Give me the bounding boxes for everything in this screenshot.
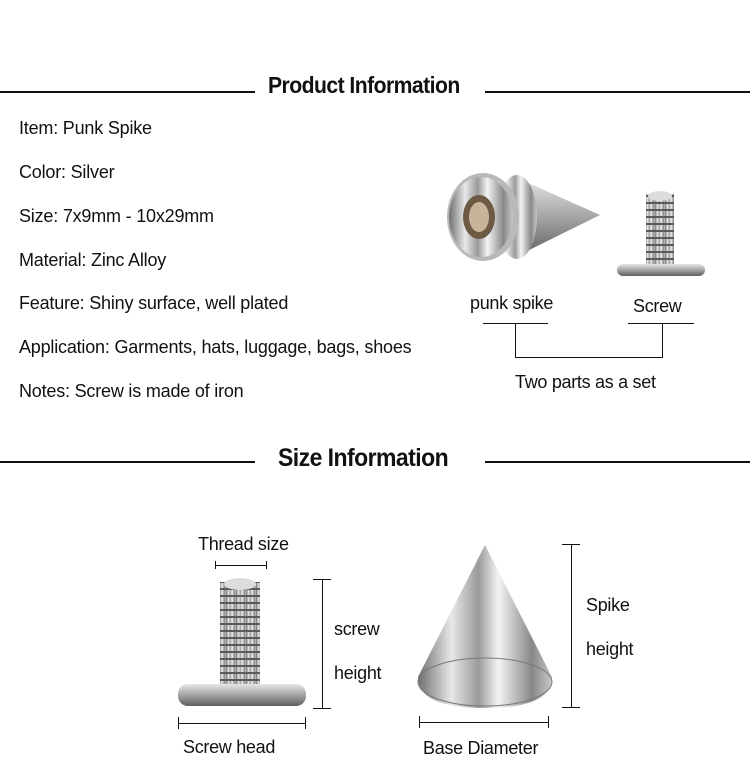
divider — [485, 91, 750, 93]
screw-head-label: Screw head — [183, 737, 276, 757]
divider — [0, 91, 255, 93]
spec-item: Item: Punk Spike — [19, 118, 152, 138]
spec-material: Material: Zinc Alloy — [19, 250, 167, 270]
screw-height-label-1: screw — [334, 619, 380, 639]
set-label: Two parts as a set — [515, 372, 656, 392]
screw-height-dimension — [313, 579, 331, 709]
set-bracket — [515, 323, 663, 358]
spec-application: Application: Garments, hats, luggage, ba… — [19, 337, 412, 357]
thread-size-dimension — [215, 561, 267, 569]
base-diameter-dimension — [419, 716, 549, 728]
punk-spike-image — [447, 173, 600, 261]
spike-height-label-1: Spike — [586, 595, 630, 615]
screw-head-dimension — [178, 717, 306, 729]
spec-size: Size: 7x9mm - 10x29mm — [19, 206, 214, 226]
screw-height-label-2: height — [334, 663, 382, 683]
screw-image — [617, 191, 705, 276]
size-info-heading: Size Information — [278, 444, 449, 472]
spec-color: Color: Silver — [19, 162, 115, 182]
base-diameter-label: Base Diameter — [423, 738, 539, 758]
screw-label: Screw — [633, 296, 682, 316]
divider — [0, 461, 255, 463]
spec-notes: Notes: Screw is made of iron — [19, 381, 244, 401]
spike-height-label-2: height — [586, 639, 634, 659]
screw-size-image — [178, 578, 306, 706]
underline — [628, 323, 694, 324]
spec-feature: Feature: Shiny surface, well plated — [19, 293, 289, 313]
divider — [485, 461, 750, 463]
spike-height-dimension — [562, 544, 580, 708]
product-info-heading: Product Information — [268, 72, 460, 98]
spike-size-image — [417, 545, 553, 708]
punk-spike-label: punk spike — [470, 293, 554, 313]
thread-size-label: Thread size — [198, 534, 289, 554]
